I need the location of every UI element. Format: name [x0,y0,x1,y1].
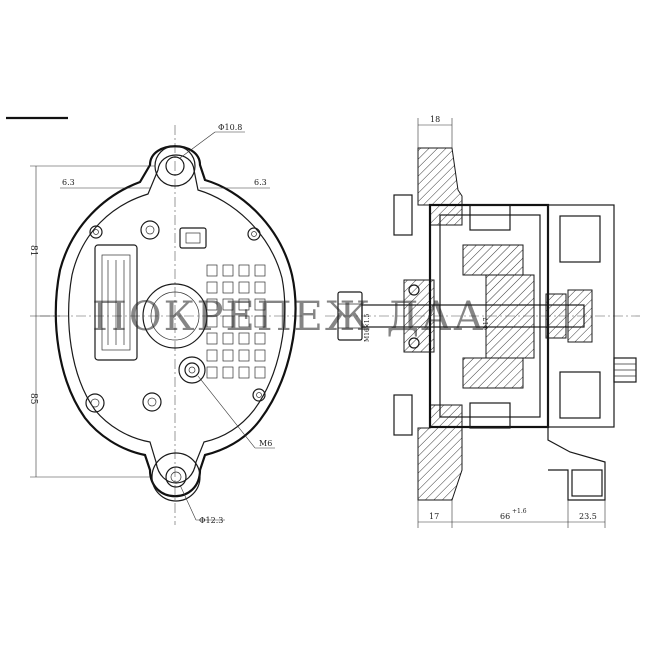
vent-slot [254,264,266,277]
connector-plug [179,227,207,249]
bottom-mounting-boss [151,452,201,502]
dim-leader-bottom-hole [179,484,197,521]
winding-lower [469,402,511,429]
dim-front-length: 17 [429,512,439,521]
dim-leader-terminal [197,375,256,449]
screw [85,393,105,413]
front-housing-outline [54,145,297,498]
dim-body-length: 66 [500,512,510,521]
vent-slot [238,281,250,294]
front-housing-inner-outline [68,154,286,484]
vent-slot [206,332,218,345]
vent-slot [206,264,218,277]
vent-slot [254,315,266,328]
connector-pin [185,232,201,244]
vent-slot [254,298,266,311]
front-bracket-lower [393,394,413,436]
dim-bottom-hole-diameter: Φ12.3 [199,516,223,525]
screw [142,392,162,412]
vent-slot [206,366,218,379]
dim-top-hole-diameter: Φ10.8 [218,123,242,132]
dim-height-lower: 85 [28,393,38,405]
dim-offset-right: 6.3 [254,178,267,187]
bearing-ball [408,337,420,349]
vent-slot [254,332,266,345]
dim-flange-width: 18 [430,115,440,124]
shaft-nut [337,291,363,341]
vent-slot [238,315,250,328]
front-flange-lower [417,404,463,501]
vent-slot [206,298,218,311]
vent-slot [222,332,234,345]
screw [140,220,160,240]
vent-slot [254,281,266,294]
lower-mounting-foot [547,427,606,501]
rear-cover [547,204,615,428]
rear-rectifier-upper [559,215,601,263]
vent-slot [254,349,266,362]
lower-mounting-bolt [571,469,603,497]
dim-body-tolerance: +1.6 [512,508,527,515]
dim-offset-left: 6.3 [62,178,75,187]
regulator-block [94,244,138,361]
vent-slot [238,366,250,379]
output-terminal [178,356,206,384]
vent-slot [222,366,234,379]
regulator-inner [101,254,131,351]
stator-lower [462,357,524,389]
slip-ring [545,293,567,339]
vent-slot [238,349,250,362]
dim-leader-top-hole [179,131,216,159]
screw [89,225,103,239]
vent-slot [222,315,234,328]
side-section-view: 18 17 66 +1.6 23.5 M16×1.5 Φ17 [325,115,640,528]
vent-slot [222,349,234,362]
vent-slot [222,298,234,311]
screw [252,388,266,402]
top-mounting-hole [165,156,185,176]
vent-slot-grid [206,264,266,379]
stator-upper [462,244,524,276]
vent-slot [254,366,266,379]
front-flange [417,147,463,226]
vent-slot [206,281,218,294]
watermark-text: ПОКРЕПЕЖ ДАА [92,294,486,340]
vent-slot [238,264,250,277]
dim-height-upper: 81 [28,245,38,256]
vent-slot [206,349,218,362]
bottom-mounting-hole [165,466,187,488]
dim-shaft-thread: M16×1.5 [364,313,371,342]
dim-terminal-thread: M6 [259,439,272,448]
front-bracket-upper [393,194,413,236]
slip-ring [567,289,593,343]
front-view: 81 85 Φ10.8 6.3 6.3 M6 Φ12.3 [28,123,305,525]
housing-inner-wall [439,214,541,418]
vent-slot [222,264,234,277]
dim-shaft-diameter: Φ17 [483,317,490,330]
vent-slot [238,298,250,311]
rear-rectifier-lower [559,371,601,419]
screw [247,227,261,241]
bottom-mounting-hole-inner [170,471,182,483]
vent-slot [206,315,218,328]
bearing-ball [408,284,420,296]
vent-slot [238,332,250,345]
rotor-core [485,274,535,359]
bearing-hub-inner [150,291,200,341]
winding-upper [469,204,511,231]
dim-rear-length: 23.5 [579,512,597,521]
vent-slot [222,281,234,294]
